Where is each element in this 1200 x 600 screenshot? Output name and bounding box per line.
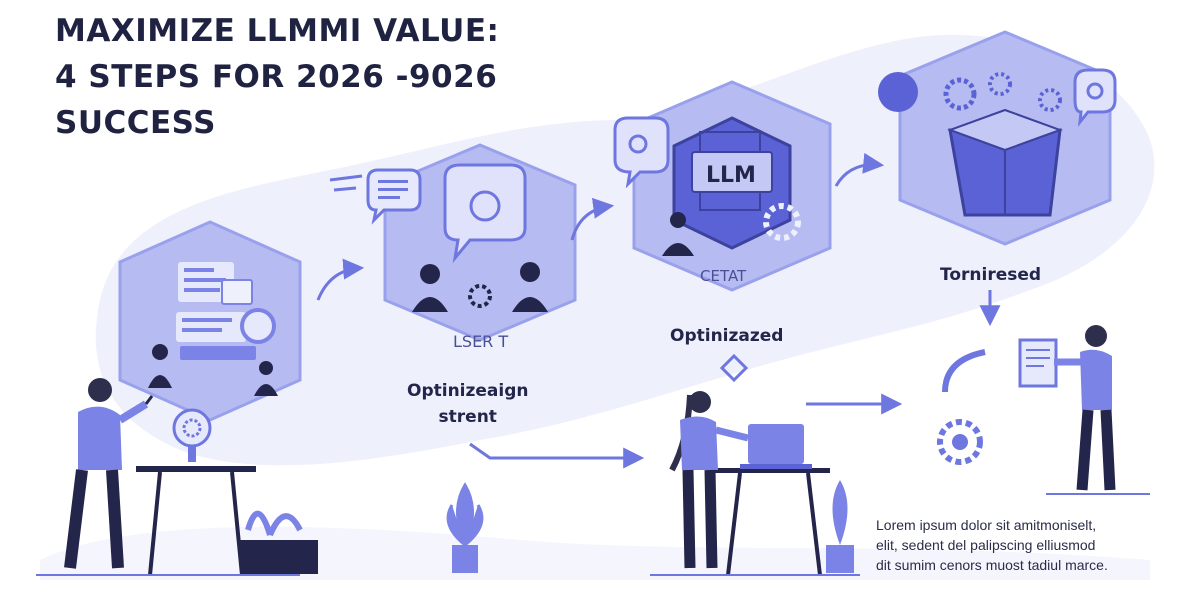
optimize-strategy-line-1: Optinizeaign bbox=[407, 381, 529, 401]
diamond-icon bbox=[719, 353, 749, 383]
analyst-figure bbox=[669, 391, 830, 576]
arrow-3 bbox=[834, 152, 885, 187]
large-gear-icon bbox=[937, 419, 983, 465]
title-line-1: MAXIMIZE LLMMI VALUE: bbox=[55, 13, 500, 49]
page-title: MAXIMIZE LLMMI VALUE: 4 STEPS FOR 2026 -… bbox=[55, 8, 499, 146]
network-icon bbox=[878, 72, 918, 112]
optimize-strategy-label: Optinizeaign strent bbox=[407, 378, 529, 430]
loop-arc bbox=[942, 349, 986, 393]
step-1-hexagon bbox=[118, 220, 302, 422]
laptop-icon bbox=[748, 424, 804, 464]
background-blob bbox=[95, 34, 1155, 466]
title-line-3: SUCCESS bbox=[55, 105, 216, 141]
arrow-1 bbox=[316, 258, 365, 301]
footer-text-line-3: dit sumim cenors muost tadiul marce. bbox=[876, 557, 1108, 573]
step-2-label: LSER T bbox=[453, 332, 508, 351]
target-icon bbox=[240, 308, 276, 344]
chat-bubble-icon bbox=[443, 163, 527, 264]
footer-text-line-2: elit, sedent del palipscing elliusmod bbox=[876, 537, 1096, 553]
optimize-strategy-line-2: strent bbox=[438, 407, 497, 427]
arrow-4 bbox=[469, 442, 645, 469]
presenter-figure bbox=[64, 378, 256, 576]
step-3-hexagon: LLM bbox=[613, 80, 832, 292]
step-4-label: Torniresed bbox=[940, 265, 1041, 285]
footer-text: Lorem ipsum dolor sit amitmoniselt, elit… bbox=[876, 515, 1108, 575]
optimized-label: Optinizazed bbox=[670, 326, 784, 346]
gear-icon bbox=[468, 284, 492, 308]
step-3-sublabel: CETAT bbox=[700, 267, 747, 285]
arrow-2 bbox=[570, 197, 615, 241]
brick-box bbox=[240, 540, 318, 574]
title-line-2: 4 STEPS FOR 2026 -9026 bbox=[55, 59, 498, 95]
plant-icon bbox=[446, 482, 484, 549]
footer-text-line-1: Lorem ipsum dolor sit amitmoniselt, bbox=[876, 517, 1097, 533]
step-4-hexagon bbox=[878, 30, 1117, 246]
llm-label: LLM bbox=[706, 163, 756, 188]
dash-lines bbox=[329, 174, 363, 192]
step-2-hexagon bbox=[383, 143, 577, 342]
reviewer-figure bbox=[1018, 325, 1150, 495]
